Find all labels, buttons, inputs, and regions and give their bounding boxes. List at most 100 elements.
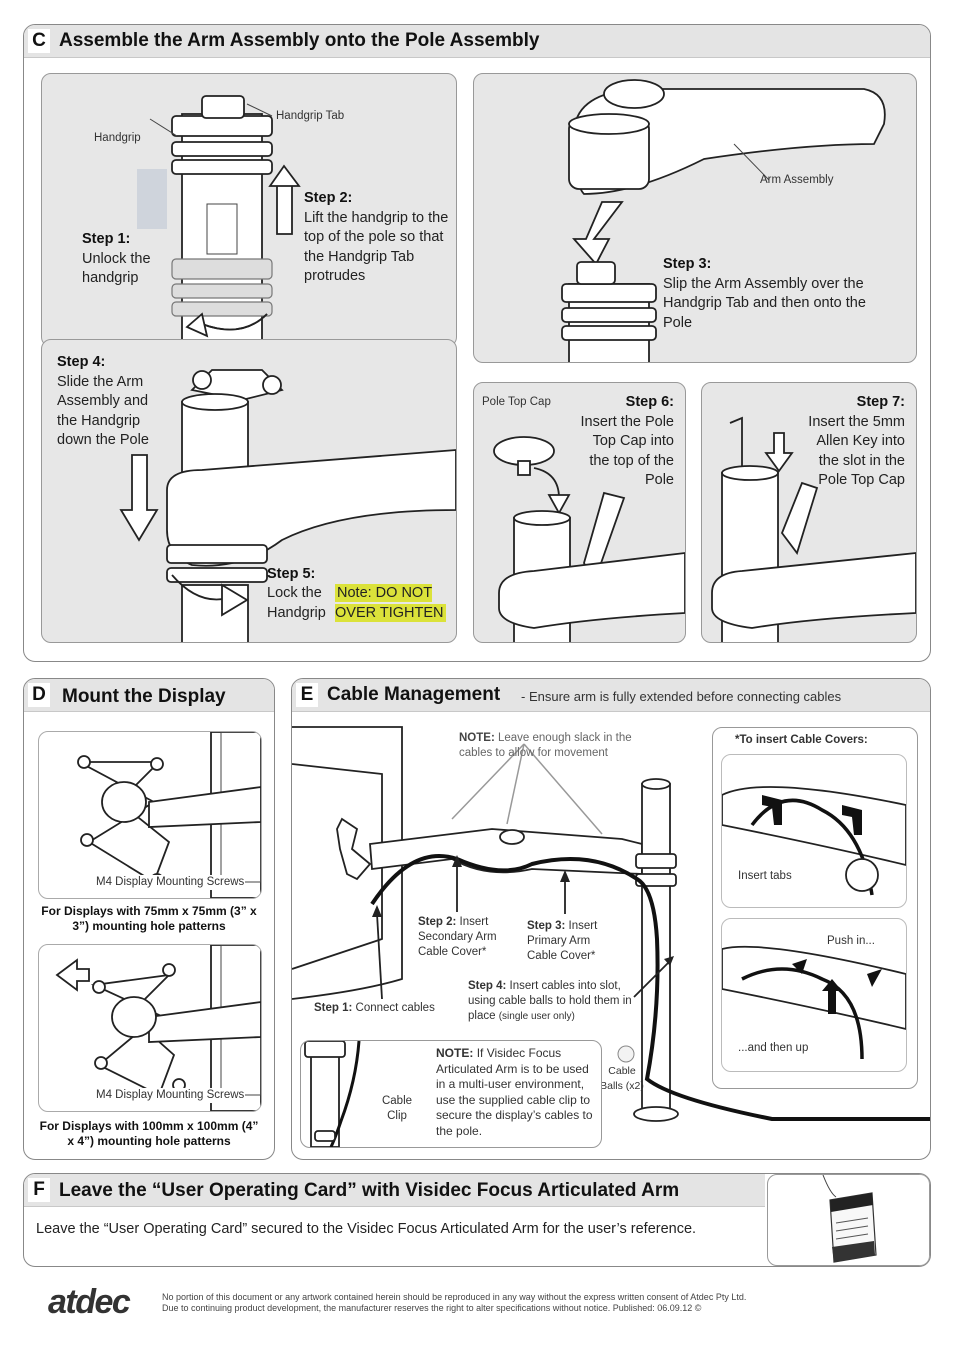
e-step1-title: Step 1: xyxy=(314,1002,353,1014)
e-step1-text: Connect cables xyxy=(355,1002,435,1014)
step4-title: Step 4: xyxy=(57,354,106,370)
step7-title: Step 7: xyxy=(856,394,905,410)
step7-block: Step 7: Insert the 5mm Allen Key into th… xyxy=(797,393,905,491)
section-title: Mount the Display xyxy=(62,686,226,707)
section-f-header: F Leave the “User Operating Card” with V… xyxy=(24,1174,765,1207)
display-75mm-panel: M4 Display Mounting Screws xyxy=(38,731,262,899)
step3-panel: Arm Assembly Step 3: Slip the Arm Assemb… xyxy=(473,73,917,363)
push-in-label: Push in... xyxy=(827,935,875,947)
step3-title: Step 3: xyxy=(663,256,712,272)
e-step4-text: Insert cables into slot, using cable bal… xyxy=(468,980,632,1022)
section-e: E Cable Management - Ensure arm is fully… xyxy=(291,678,931,1160)
footer-line1: No portion of this document or any artwo… xyxy=(162,1292,747,1302)
section-c: C Assemble the Arm Assembly onto the Pol… xyxy=(23,24,931,662)
step2-block: Step 2: Lift the handgrip to the top of … xyxy=(304,189,449,287)
caption-75mm: For Displays with 75mm x 75mm (3” x 3”) … xyxy=(41,904,257,933)
e-step4-title: Step 4: xyxy=(468,980,507,992)
note-multi-user: NOTE: If Visidec Focus Articulated Arm i… xyxy=(436,1046,596,1139)
e-step3-title: Step 3: xyxy=(527,920,566,932)
cable-clip-panel: Cable Clip NOTE: If Visidec Focus Articu… xyxy=(300,1040,602,1148)
m4-screws-label: M4 Display Mounting Screws xyxy=(95,875,246,890)
step6-title: Step 6: xyxy=(625,394,674,410)
cable-management-illustration xyxy=(292,726,930,1122)
step4-block: Step 4: Slide the Arm Assembly and the H… xyxy=(57,353,157,451)
brand-name: atdec xyxy=(48,1283,131,1321)
section-letter: E xyxy=(296,683,318,707)
step5-title: Step 5: xyxy=(267,566,316,582)
e-step4-small: (single user only) xyxy=(498,1011,575,1022)
push-in-panel: Push in... ...and then up xyxy=(721,918,907,1072)
user-card-illustration xyxy=(822,1175,877,1263)
e-step1: Step 1: Connect cables xyxy=(314,1001,435,1016)
step6-panel: Pole Top Cap Step 6: Insert the Pole Top… xyxy=(473,382,686,643)
allen-key-illustration xyxy=(711,416,916,642)
note-slack-bold: NOTE: xyxy=(459,732,495,744)
section-f: F Leave the “User Operating Card” with V… xyxy=(23,1173,931,1267)
step3-text: Slip the Arm Assembly over the Handgrip … xyxy=(663,275,866,331)
cable-balls-label: Cable Balls (x2) xyxy=(600,1065,644,1092)
arm-assembly-illustration xyxy=(561,79,886,362)
step4-text: Slide the Arm Assembly and the Handgrip … xyxy=(57,373,149,449)
handgrip-illustration xyxy=(137,95,301,346)
section-letter: D xyxy=(28,683,50,707)
cable-covers-panel: *To insert Cable Covers: Insert tabs Pus… xyxy=(712,727,918,1089)
step2-title: Step 2: xyxy=(304,190,353,206)
slide-arm-illustration xyxy=(119,369,456,642)
vesa-75-illustration xyxy=(77,732,261,898)
handgrip-label: Handgrip xyxy=(94,132,141,144)
note-multi-user-bold: NOTE: xyxy=(436,1046,474,1060)
section-title: Leave the “User Operating Card” with Vis… xyxy=(59,1180,680,1201)
covers-title-text: *To insert Cable Covers: xyxy=(735,734,868,746)
e-step4: Step 4: Insert cables into slot, using c… xyxy=(468,979,633,1024)
step7-text: Insert the 5mm Allen Key into the slot i… xyxy=(808,413,905,489)
section-letter: F xyxy=(28,1178,50,1202)
do-not-over-tighten-note: Note: DO NOT OVER TIGHTEN xyxy=(335,584,446,622)
and-then-up-label: ...and then up xyxy=(738,1042,809,1054)
step1-2-panel: Handgrip Handgrip Tab Step 1: Unlock the… xyxy=(41,73,457,347)
section-title: Assemble the Arm Assembly onto the Pole … xyxy=(59,30,540,51)
step7-panel: Step 7: Insert the 5mm Allen Key into th… xyxy=(701,382,917,643)
section-f-body: Leave the “User Operating Card” secured … xyxy=(36,1221,697,1237)
e-step2: Step 2: Insert Secondary Arm Cable Cover… xyxy=(418,915,513,960)
section-subtitle: - Ensure arm is fully extended before co… xyxy=(521,689,842,704)
step6-block: Step 6: Insert the Pole Top Cap into the… xyxy=(572,393,675,491)
section-d-header: D Mount the Display xyxy=(24,679,274,712)
step3-block: Step 3: Slip the Arm Assembly over the H… xyxy=(663,255,883,333)
push-in-illustration xyxy=(722,945,906,1060)
step4-5-panel: Step 4: Slide the Arm Assembly and the H… xyxy=(41,339,457,643)
pole-top-cap-illustration xyxy=(493,436,685,642)
handgrip-tab-label: Handgrip Tab xyxy=(276,110,345,122)
pole-top-cap-label: Pole Top Cap xyxy=(482,396,551,408)
section-letter: C xyxy=(28,29,50,53)
e-step3-text: Insert Primary Arm Cable Cover* xyxy=(527,920,598,962)
insert-tabs-illustration xyxy=(722,786,906,896)
section-title: Cable Management xyxy=(327,684,501,705)
m4-screws-label: M4 Display Mounting Screws xyxy=(95,1088,246,1103)
step5-text: Lock the Handgrip xyxy=(267,585,326,621)
atdec-logo: atdec xyxy=(48,1283,148,1323)
caption-100mm: For Displays with 100mm x 100mm (4” x 4”… xyxy=(39,1119,259,1148)
section-d: D Mount the Display M4 Display Mounting … xyxy=(23,678,275,1160)
insert-tabs-panel: Insert tabs xyxy=(721,754,907,908)
step1-title: Step 1: xyxy=(82,231,131,247)
section-e-header: E Cable Management - Ensure arm is fully… xyxy=(292,679,930,712)
e-step3: Step 3: Insert Primary Arm Cable Cover* xyxy=(527,919,617,964)
cable-clip-illustration xyxy=(304,1041,361,1147)
note-multi-user-text: If Visidec Focus Articulated Arm is to b… xyxy=(436,1046,593,1138)
section-c-header: C Assemble the Arm Assembly onto the Pol… xyxy=(24,25,930,58)
note-slack: NOTE: Leave enough slack in the cables t… xyxy=(459,731,649,761)
vesa-100-illustration xyxy=(55,945,261,1111)
footer-line2: Due to continuing product development, t… xyxy=(162,1303,702,1313)
user-card-panel xyxy=(767,1174,930,1266)
e-step2-text: Insert Secondary Arm Cable Cover* xyxy=(418,916,497,958)
insert-tabs-label: Insert tabs xyxy=(738,870,792,882)
step6-text: Insert the Pole Top Cap into the top of … xyxy=(580,413,675,489)
step2-text: Lift the handgrip to the top of the pole… xyxy=(304,209,449,285)
display-100mm-panel: M4 Display Mounting Screws xyxy=(38,944,262,1112)
step5-block: Step 5: xyxy=(267,565,456,585)
e-step2-title: Step 2: xyxy=(418,916,457,928)
step5-note: Note: DO NOT OVER TIGHTEN xyxy=(335,584,456,623)
step1-text: Unlock the handgrip xyxy=(82,250,151,287)
covers-title: *To insert Cable Covers: xyxy=(735,733,868,748)
step1-block: Step 1: Unlock the handgrip xyxy=(82,230,182,289)
